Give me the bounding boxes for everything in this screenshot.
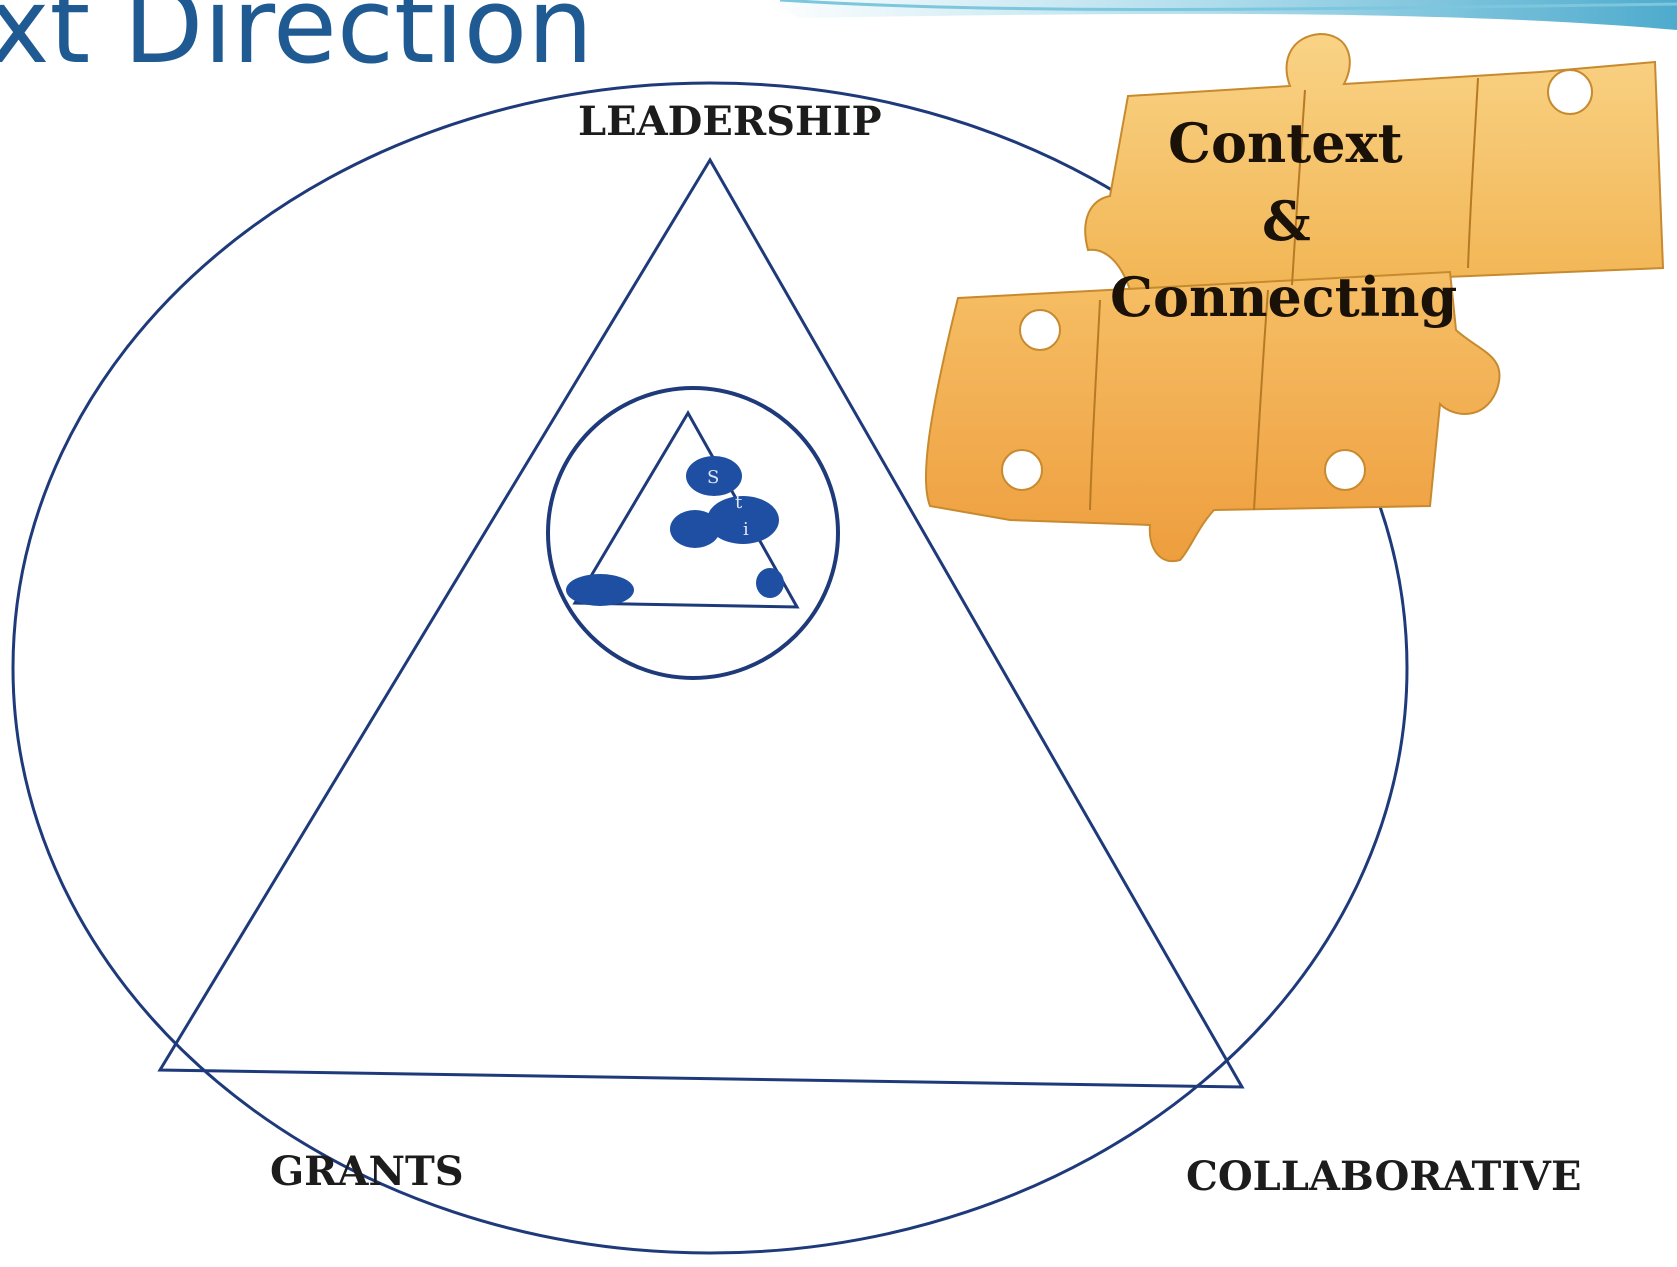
- inner-dots: S t i: [566, 456, 784, 606]
- label-leadership: LEADERSHIP: [578, 98, 882, 145]
- inner-fragment: S: [707, 467, 719, 488]
- outer-circle: [11, 81, 1409, 1255]
- dot: [566, 574, 634, 606]
- puzzle-bottom-strip: [924, 270, 1501, 563]
- dot: [670, 510, 720, 548]
- puzzle-line-3: Connecting: [1110, 265, 1457, 329]
- inner-circle: [546, 386, 840, 680]
- puzzle-graphic: Context & Connecting: [924, 32, 1665, 563]
- slide-title: xt Direction: [0, 0, 593, 87]
- inner-fragment: i: [743, 519, 749, 540]
- label-grants: GRANTS: [270, 1148, 464, 1195]
- label-collaborative: COLLABORATIVE: [1186, 1153, 1581, 1200]
- dot: [686, 456, 742, 496]
- puzzle-line-2: &: [1262, 189, 1311, 253]
- puzzle-top-strip: [1084, 32, 1665, 292]
- inner-fragment: t: [735, 492, 743, 513]
- dot: [756, 568, 784, 598]
- header-banner: [760, 0, 1677, 30]
- main-triangle: [157, 157, 1245, 1089]
- dot: [707, 496, 779, 544]
- puzzle-line-1: Context: [1168, 111, 1403, 175]
